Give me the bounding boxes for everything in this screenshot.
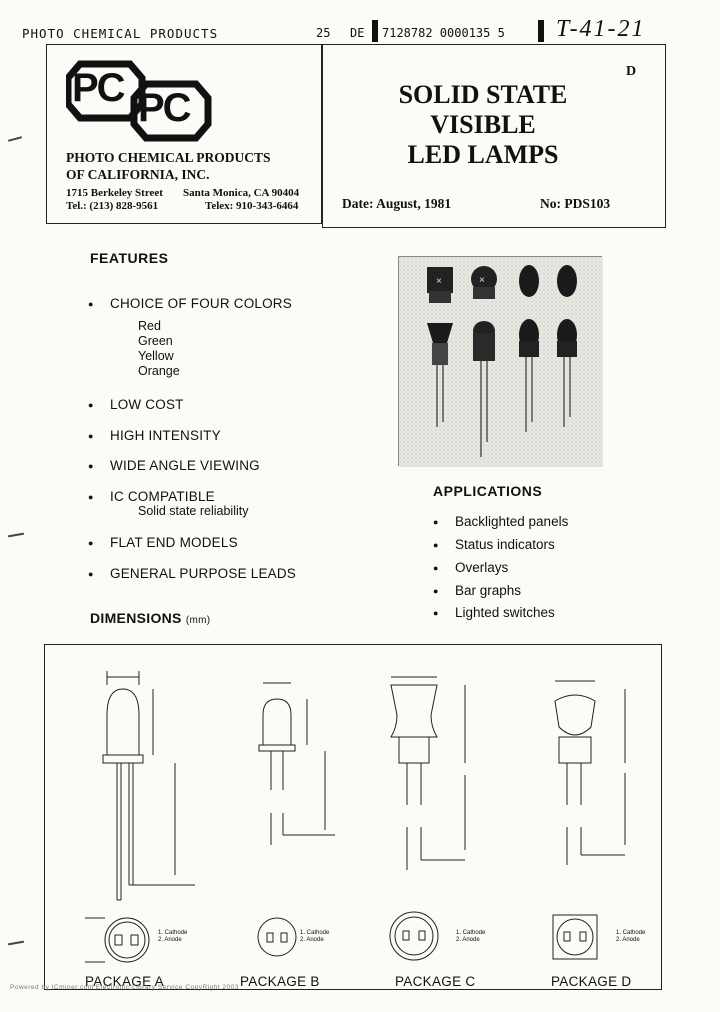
pin-legend-cathode: 1. Cathode	[616, 930, 646, 936]
package-b-label: PACKAGE B	[240, 974, 320, 989]
svg-text:×: ×	[479, 275, 485, 286]
corner-mark: D	[626, 64, 637, 79]
pin-legend-cathode: 1. Cathode	[456, 930, 486, 936]
color-option: Green	[138, 334, 173, 348]
scan-mark	[7, 940, 25, 946]
company-caption: PHOTO CHEMICAL PRODUCTS	[22, 26, 219, 41]
color-option: Yellow	[138, 349, 174, 363]
doc-number: No: PDS103	[540, 196, 611, 211]
pin-legend-b: 1. Cathode 2. Anode	[300, 930, 329, 944]
company-name-line2: OF CALIFORNIA, INC.	[66, 167, 210, 182]
title-line3: LED LAMPS	[407, 140, 559, 169]
dimensions-heading: DIMENSIONS (mm)	[90, 610, 210, 626]
feature-sublabel: Solid state reliability	[138, 504, 249, 518]
dimensions-drawing	[85, 671, 626, 963]
features-list: CHOICE OF FOUR COLORS Red Green Yellow O…	[88, 296, 370, 416]
company-logo: PC PC	[64, 60, 216, 144]
feature-item: CHOICE OF FOUR COLORS Red Green Yellow O…	[88, 296, 370, 416]
code-b: DE	[350, 26, 365, 40]
title-box	[322, 44, 666, 228]
pin-legend-anode: 2. Anode	[616, 937, 640, 943]
company-name-line1: PHOTO CHEMICAL PRODUCTS	[66, 150, 271, 165]
pin-legend-a: 1. Cathode 2. Anode	[158, 930, 187, 944]
title-line1: SOLID STATE	[398, 80, 568, 109]
color-option: Orange	[138, 364, 180, 378]
package-c-label: PACKAGE C	[395, 974, 476, 989]
footer-watermark: Powered by ICminer.com Electronic-Librar…	[10, 984, 239, 991]
feature-label: IC COMPATIBLE	[88, 489, 215, 504]
dimensions-unit: (mm)	[185, 615, 211, 626]
package-d-label: PACKAGE D	[551, 974, 632, 989]
feature-label: HIGH INTENSITY	[88, 428, 221, 443]
title-line2: VISIBLE	[430, 110, 536, 139]
pin-legend-anode: 2. Anode	[158, 937, 182, 943]
feature-label: CHOICE OF FOUR COLORS	[88, 296, 370, 311]
dimensions-heading-text: DIMENSIONS	[90, 610, 182, 626]
pin-legend-cathode: 1. Cathode	[158, 930, 188, 936]
pin-legend-anode: 2. Anode	[456, 937, 480, 943]
svg-text:×: ×	[436, 276, 442, 287]
logo-left-text: PC	[72, 66, 126, 110]
logo-right-text: PC	[138, 86, 192, 130]
telex: Telex: 910-343-6464	[205, 200, 299, 212]
dimensions-drawing-box	[44, 644, 662, 990]
application-item: Status indicators	[433, 537, 555, 552]
application-item: Backlighted panels	[433, 514, 568, 529]
company-box	[46, 44, 322, 224]
scan-mark	[7, 136, 23, 142]
feature-label: WIDE ANGLE VIEWING	[88, 458, 260, 473]
features-heading: FEATURES	[90, 250, 169, 266]
tel: Tel.: (213) 828-9561	[66, 200, 159, 212]
application-item: Overlays	[433, 560, 508, 575]
address-street: 1715 Berkeley Street	[66, 187, 163, 199]
pin-legend-cathode: 1. Cathode	[300, 930, 330, 936]
address-city: Santa Monica, CA 90404	[183, 187, 300, 199]
pin-legend-c: 1. Cathode 2. Anode	[456, 930, 485, 944]
barcode-mark-right	[538, 20, 544, 42]
feature-label: LOW COST	[88, 397, 184, 412]
package-a-label: PACKAGE A	[85, 974, 164, 989]
product-photo: × ×	[398, 256, 603, 467]
scan-mark	[7, 532, 25, 538]
barcode-mark	[372, 20, 378, 42]
feature-label: FLAT END MODELS	[88, 535, 238, 550]
pin-legend-anode: 2. Anode	[300, 937, 324, 943]
applications-heading: APPLICATIONS	[433, 483, 543, 499]
feature-label: GENERAL PURPOSE LEADS	[88, 566, 296, 581]
pin-legend-d: 1. Cathode 2. Anode	[616, 930, 645, 944]
code-c: 7128782 0000135 5	[382, 26, 505, 40]
application-item: Bar graphs	[433, 583, 521, 598]
application-item: Lighted switches	[433, 605, 555, 620]
page-title: SOLID STATE VISIBLE LED LAMPS	[322, 80, 644, 170]
handwritten-ref: T-41-21	[556, 16, 646, 42]
color-option: Red	[138, 319, 161, 333]
code-a: 25	[316, 26, 331, 40]
doc-date: Date: August, 1981	[342, 196, 452, 211]
